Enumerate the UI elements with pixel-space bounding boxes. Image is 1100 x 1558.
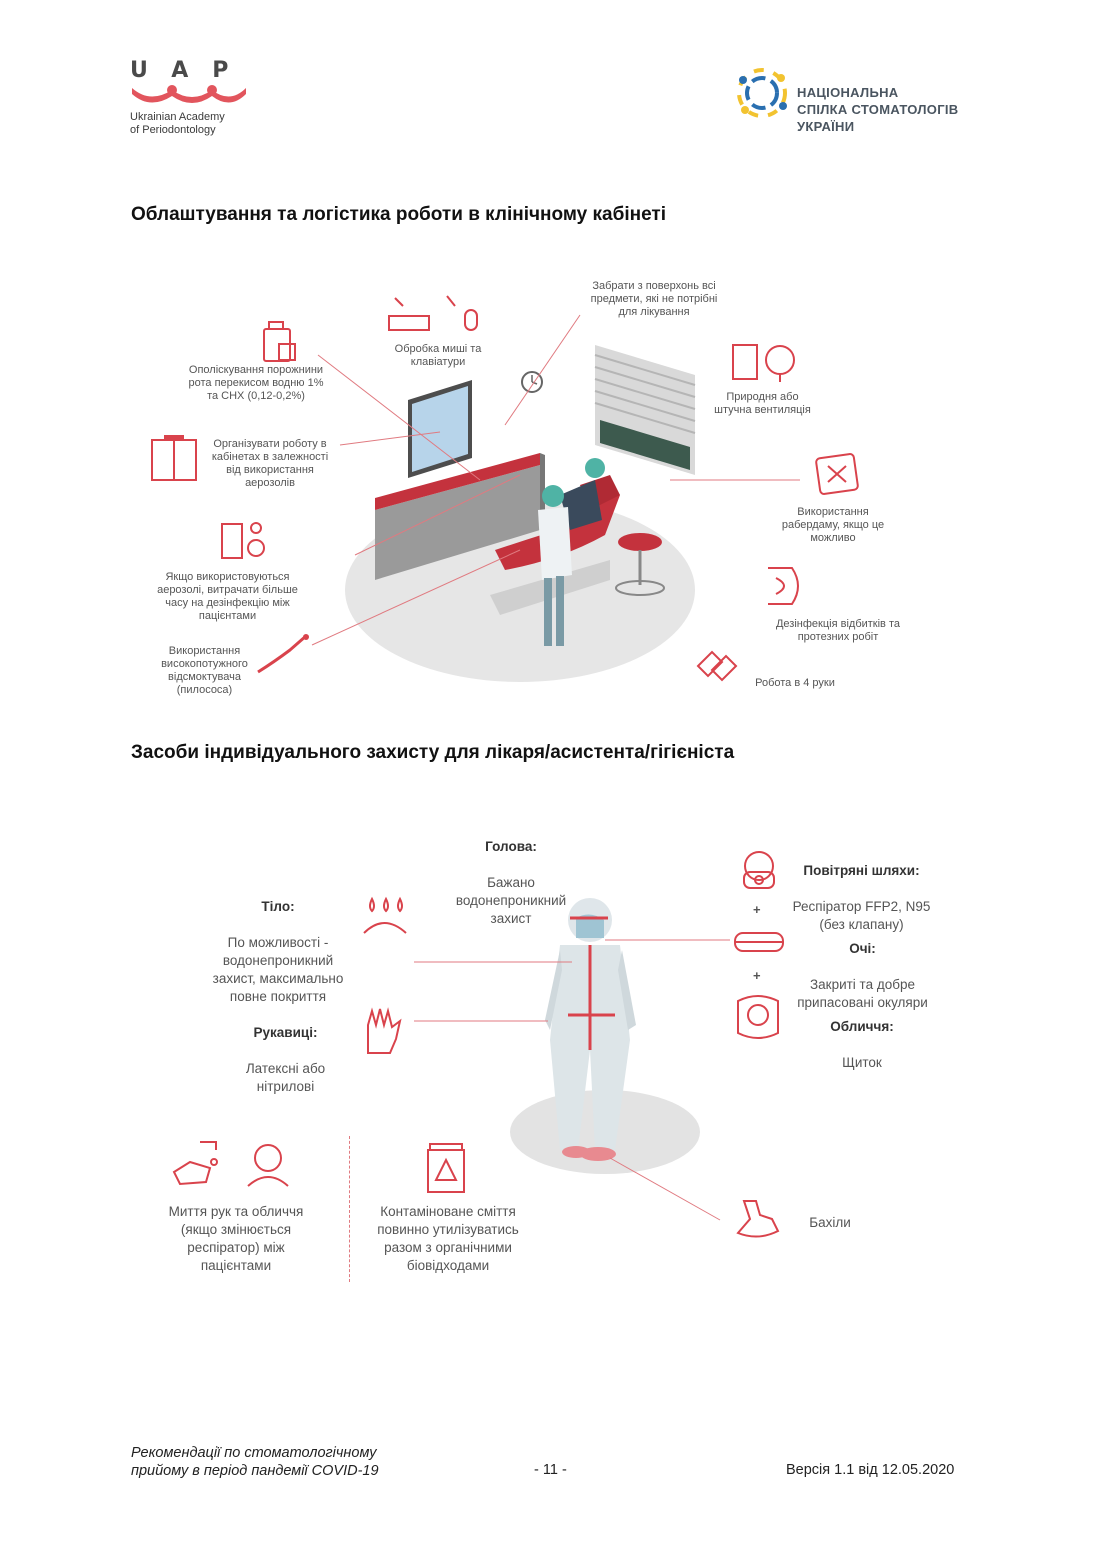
- label-remove-items: Забрати з поверхонь всі предмети, які не…: [590, 280, 718, 318]
- ppe-illustration: [414, 898, 730, 1221]
- ppe-airways-text: Респіратор FFP2, N95 (без клапану): [792, 899, 931, 932]
- gloves-icon: [367, 1007, 402, 1054]
- clinic-illustration: [311, 314, 800, 682]
- impression-tray-icon: [768, 567, 799, 605]
- cabinet: [375, 465, 540, 580]
- label-rinse: Ополіскування порожнини рота перекисом в…: [188, 364, 324, 402]
- biohazard-bin-icon: [427, 1143, 465, 1193]
- ppe-head: Голова: Бажано водонепроникний захист: [446, 820, 576, 928]
- ppe-eyes-title: Очі:: [849, 941, 876, 956]
- footer-document-title: Рекомендації по стоматологічному прийому…: [131, 1445, 379, 1479]
- respirator-icon: [743, 851, 775, 889]
- label-four-hands: Робота в 4 руки: [755, 677, 835, 689]
- plus-sign-2: +: [753, 968, 761, 983]
- face-wash-icon: [247, 1144, 289, 1187]
- nsu-logo-icon: [737, 68, 787, 118]
- suction-tube-icon: [257, 634, 309, 674]
- label-organize: Організувати роботу в кабінетах в залежн…: [211, 438, 329, 489]
- uap-logo-waves-icon: [132, 85, 246, 103]
- timer-door-icon: [221, 522, 265, 559]
- ppe-shoe-covers: Бахіли: [809, 1215, 851, 1230]
- plus-sign-1: +: [753, 902, 761, 917]
- section1-title: Облаштування та логістика роботи в кліні…: [131, 204, 666, 225]
- label-ventilation: Природня або штучна вентиляція: [714, 391, 811, 416]
- stool: [618, 533, 662, 551]
- ppe-airways: Повітряні шляхи: Респіратор FFP2, N95 (б…: [784, 844, 939, 934]
- ppe-face-title: Обличчя:: [830, 1019, 894, 1034]
- ppe-face-text: Щиток: [842, 1055, 882, 1070]
- four-hands-icon: [696, 650, 738, 682]
- dashed-divider: [349, 1136, 350, 1282]
- footer-page-number: - 11 -: [534, 1462, 567, 1478]
- section2-title: Засоби індивідуального захисту для лікар…: [131, 742, 735, 763]
- label-aerosol-time: Якщо використовуються аерозолі, витрачат…: [157, 571, 298, 622]
- ppe-head-title: Голова:: [485, 839, 537, 854]
- ppe-gloves-title: Рукавиці:: [253, 1025, 318, 1040]
- patient: [585, 458, 605, 478]
- mouse-keyboard-icon: [388, 295, 478, 331]
- ppe-waste: Контаміноване сміття повинно утилізувати…: [377, 1204, 519, 1273]
- shoe-cover-icon: [736, 1200, 780, 1238]
- window-fan-icon: [732, 344, 795, 382]
- ppe-airways-title: Повітряні шляхи:: [803, 863, 920, 878]
- ppe-body: Тіло: По можливості - водонепроникний за…: [203, 880, 353, 1006]
- ppe-face: Обличчя: Щиток: [810, 1000, 914, 1072]
- cabinet-doors-icon: [151, 435, 197, 481]
- goggles-icon: [734, 932, 784, 952]
- ppe-head-text: Бажано водонепроникний захист: [455, 875, 567, 926]
- label-mouse: Обробка миші та клавіатури: [394, 343, 482, 368]
- ppe-gloves: Рукавиці: Латексні або нітрилові: [228, 1006, 343, 1096]
- rubber-dam-icon: [815, 453, 859, 495]
- hand-wash-icon: [172, 1141, 218, 1186]
- footer-version: Версія 1.1 від 12.05.2020: [786, 1462, 955, 1478]
- water-drops-icon: [363, 896, 407, 934]
- face-shield-icon: [737, 995, 779, 1039]
- doctor: [542, 485, 564, 507]
- uap-logo-subtitle: Ukrainian Academy of Periodontology: [130, 111, 225, 136]
- ppe-gloves-text: Латексні або нітрилові: [245, 1061, 326, 1094]
- ppe-body-text: По можливості - водонепроникний захист, …: [212, 935, 344, 1004]
- ppe-wash: Миття рук та обличчя (якщо змінюється ре…: [168, 1204, 304, 1273]
- label-rubber-dam: Використання рабердаму, якщо це можливо: [781, 506, 885, 544]
- uap-logo-letters: UAP: [130, 58, 253, 83]
- nsu-logo-text: НАЦІОНАЛЬНА СПІЛКА СТОМАТОЛОГІВ УКРАЇНИ: [797, 85, 959, 134]
- ppe-eyes: Очі: Закриті та добре припасовані окуляр…: [790, 922, 935, 1012]
- label-impressions: Дезінфекція відбитків та протезних робіт: [775, 618, 900, 643]
- ppe-body-title: Тіло:: [261, 899, 295, 914]
- label-suction: Використання високопотужного відсмоктува…: [161, 645, 248, 696]
- rinse-bottle-icon: [263, 321, 296, 362]
- ppe-eyes-text: Закриті та добре припасовані окуляри: [797, 977, 928, 1010]
- dental-chair: [495, 485, 620, 570]
